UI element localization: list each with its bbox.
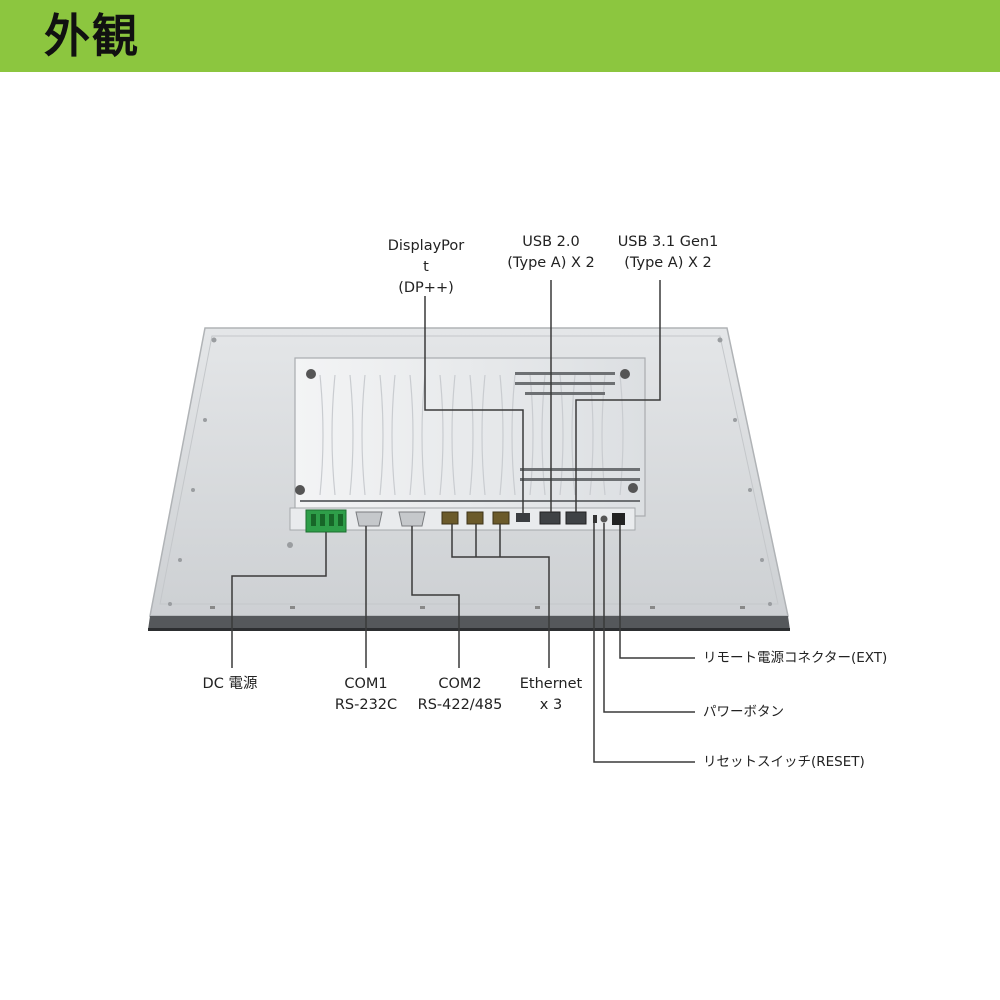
heatsink-fins: [319, 374, 624, 496]
ethernet-ports: [441, 511, 510, 525]
bracket-ticks: [210, 606, 745, 609]
label-usb31: USB 3.1 Gen1 (Type A) X 2: [617, 234, 719, 271]
label-displayport: DisplayPor t (DP++): [387, 238, 465, 296]
label-com2: COM2 RS-422/485: [417, 676, 503, 713]
label-power-button: パワーボタン: [703, 704, 784, 720]
displayport-port: [516, 513, 530, 522]
power-button: [600, 515, 608, 523]
panel-bezel-edge: [148, 628, 790, 631]
com1-port: [355, 511, 383, 527]
leader-lines: [231, 280, 695, 763]
vent-slots: [300, 372, 640, 502]
label-dc: DC 電源: [202, 676, 258, 692]
label-remote-power: リモート電源コネクター(EXT): [703, 650, 888, 666]
heatsink-holes: [295, 369, 638, 495]
usb20-ports: [539, 511, 561, 525]
label-com1: COM1 RS-232C: [334, 676, 398, 713]
usb31-ports: [565, 511, 587, 525]
panel-bezel: [148, 616, 790, 630]
header-bar: 外観: [0, 0, 1000, 72]
label-ethernet: Ethernet x 3: [519, 676, 583, 713]
reset-switch: [593, 515, 597, 523]
com2-port: [398, 511, 426, 527]
page-title: 外観: [44, 9, 140, 63]
label-usb20: USB 2.0 (Type A) X 2: [507, 234, 595, 271]
ext-connector: [612, 513, 625, 525]
panel-screws: [168, 337, 772, 606]
label-reset-switch: リセットスイッチ(RESET): [703, 754, 865, 770]
